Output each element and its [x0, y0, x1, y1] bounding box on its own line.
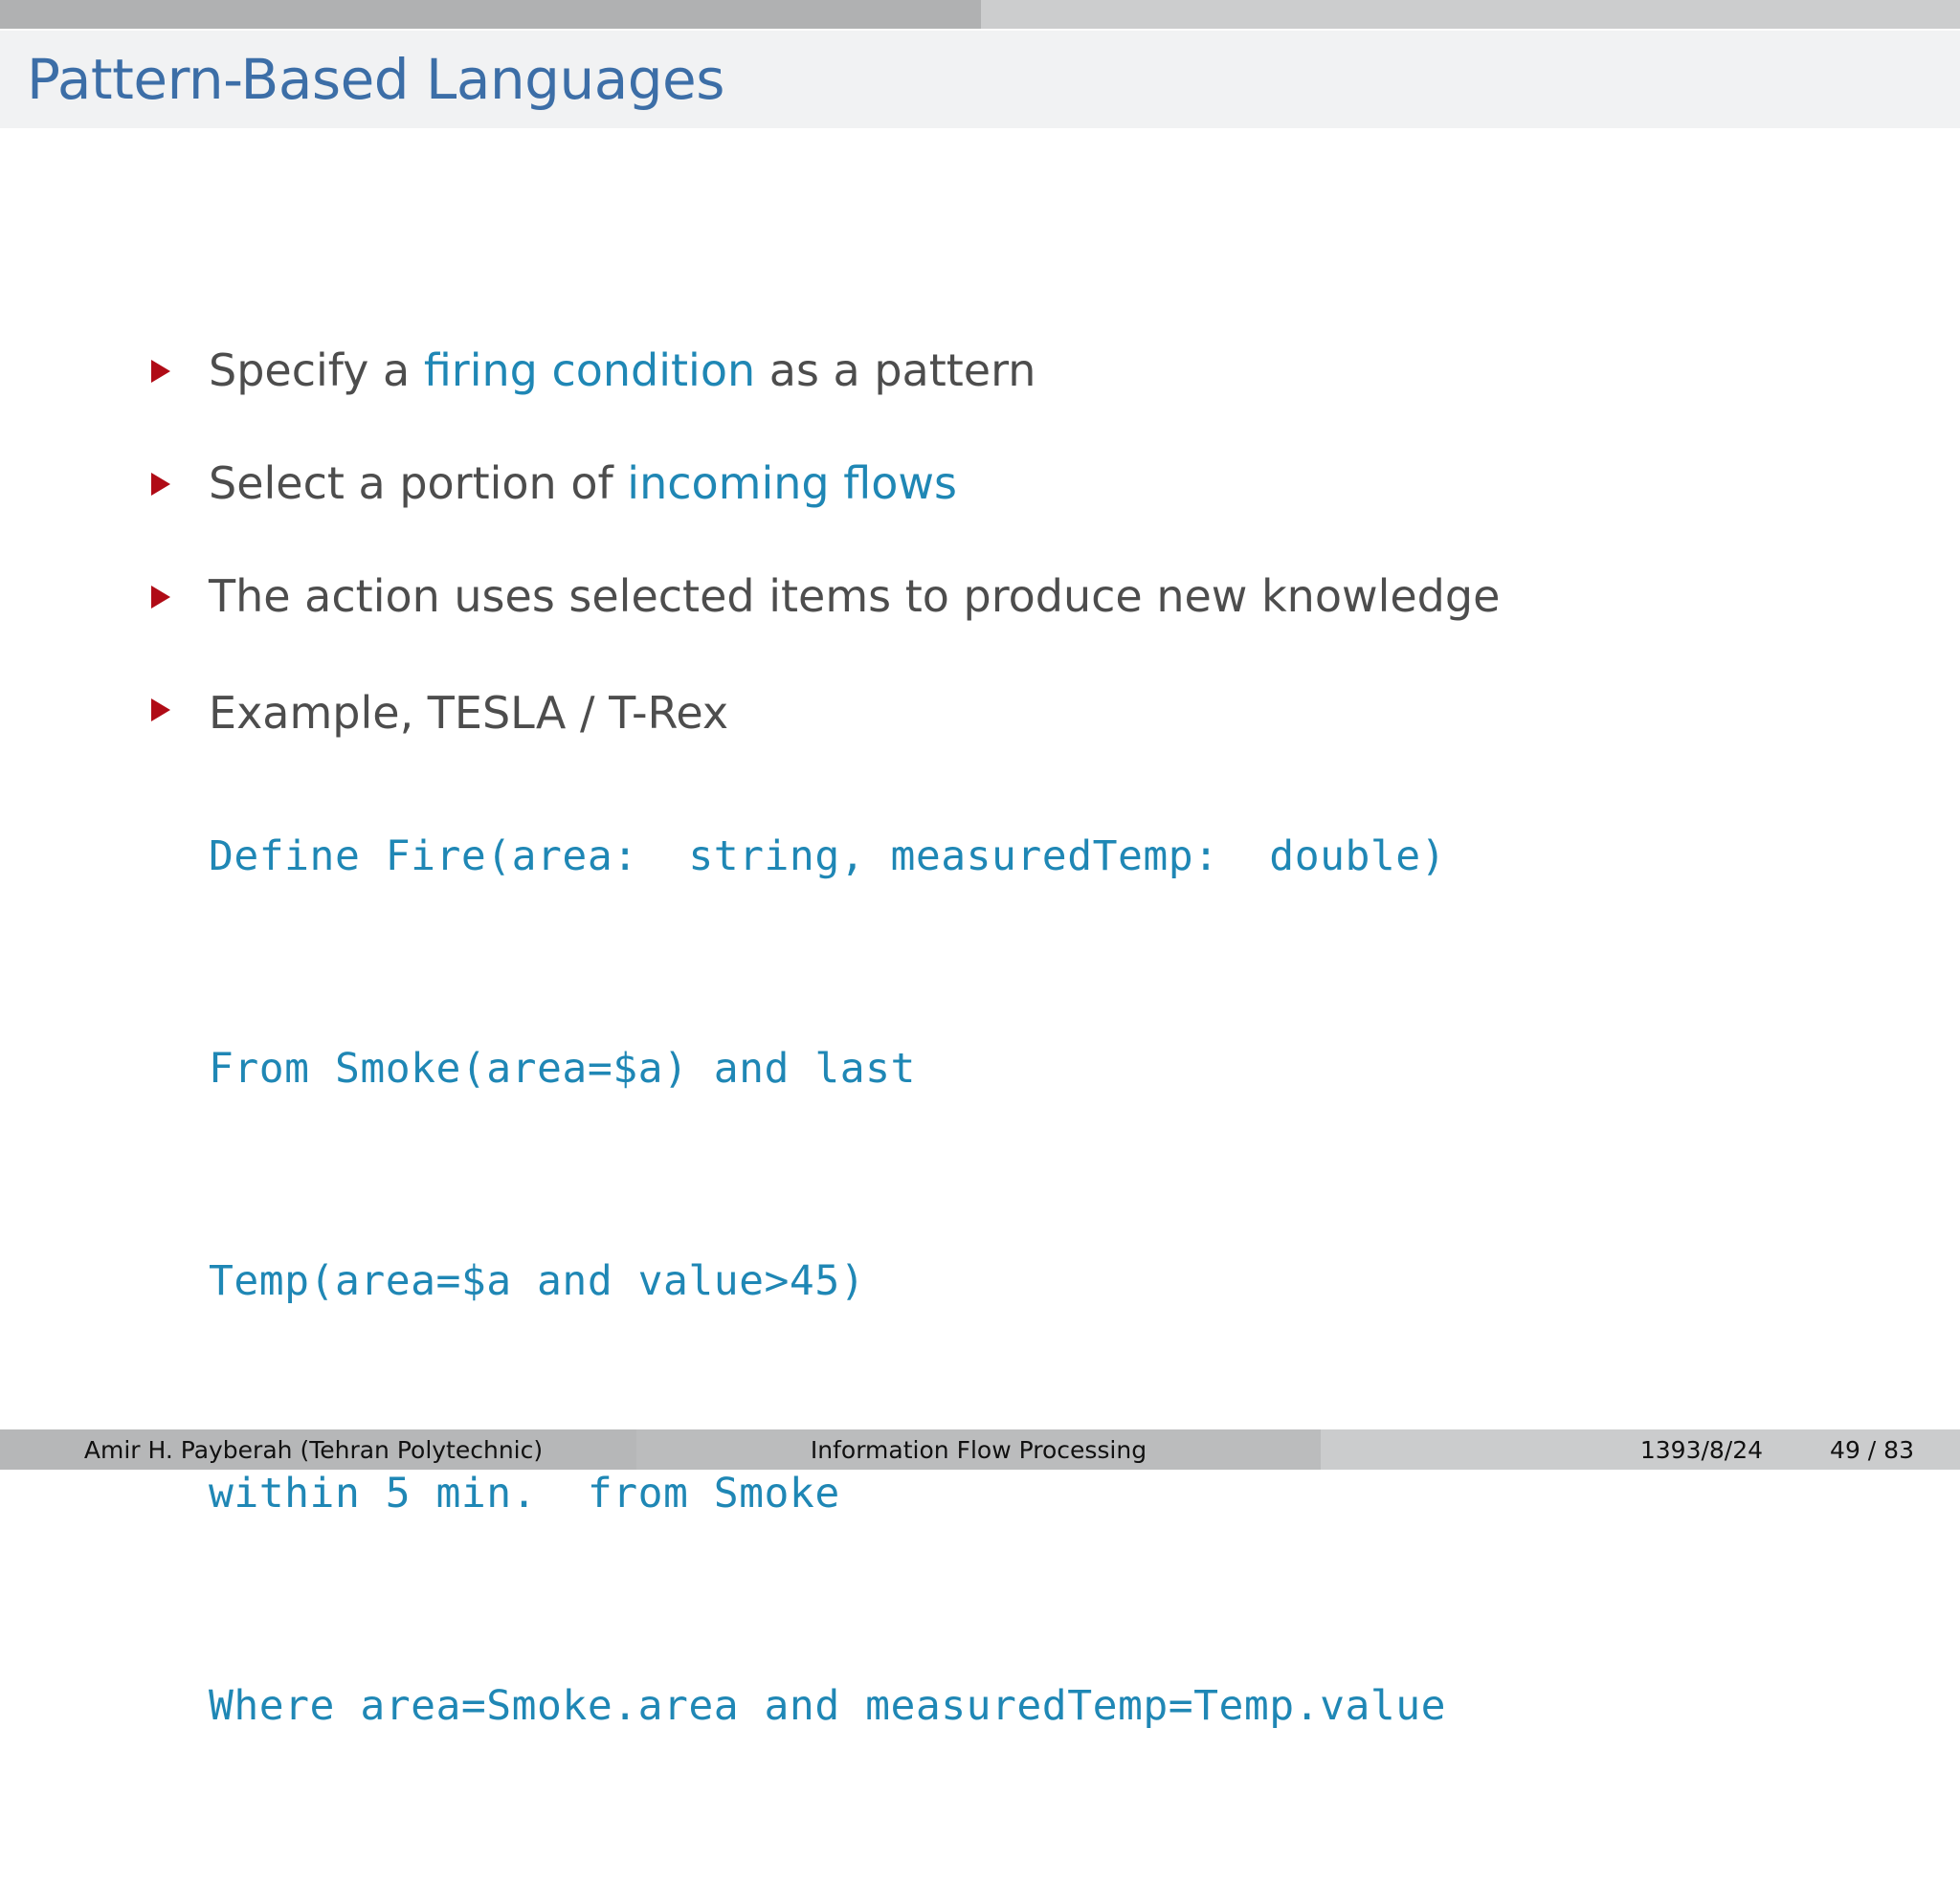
- code-line: Define Fire(area: string, measuredTemp: …: [209, 832, 1447, 880]
- slide-body: Specify a firing condition as a pattern …: [0, 128, 1960, 1730]
- triangle-right-icon: [151, 586, 170, 609]
- bullet-text-part: The action uses selected items to produc…: [209, 570, 1501, 622]
- bullet-list: Specify a firing condition as a pattern …: [144, 341, 1866, 1883]
- slide-title-band: Pattern-Based Languages: [0, 29, 1960, 130]
- bullet-text-part: Select a portion of: [209, 457, 628, 509]
- top-decoration-bar: [0, 0, 1960, 29]
- bullet-highlight-part: incoming flows: [627, 457, 957, 509]
- footer-page-number: 49 / 83: [1830, 1435, 1914, 1464]
- top-bar-right-segment: [981, 0, 1960, 29]
- footer-subject: Information Flow Processing: [636, 1429, 1321, 1470]
- footer-author: Amir H. Payberah (Tehran Polytechnic): [0, 1429, 636, 1470]
- presentation-slide: Pattern-Based Languages Specify a firing…: [0, 0, 1960, 1730]
- triangle-right-icon: [151, 473, 170, 496]
- bullet-text-part: Specify a: [209, 344, 424, 396]
- footer-date: 1393/8/24: [1639, 1435, 1764, 1464]
- code-line: Where area=Smoke.area and measuredTemp=T…: [209, 1682, 1447, 1730]
- bullet-item-example: Example, TESLA / T-Rex Define Fire(area:…: [144, 679, 1866, 1883]
- code-line: Temp(area=$a and value>45): [209, 1257, 866, 1305]
- slide-footer: Amir H. Payberah (Tehran Polytechnic) In…: [0, 1429, 1960, 1470]
- bullet-item: Specify a firing condition as a pattern: [144, 341, 1866, 400]
- top-bar-left-segment: [0, 0, 981, 29]
- triangle-right-icon: [151, 698, 170, 721]
- bullet-highlight-part: firing condition: [423, 344, 756, 396]
- bullet-text-part: as a pattern: [755, 344, 1036, 396]
- bullet-item: Select a portion of incoming flows: [144, 454, 1866, 513]
- bullet-text-part: Example, TESLA / T-Rex: [209, 687, 729, 739]
- code-block: Define Fire(area: string, measuredTemp: …: [209, 762, 1866, 1872]
- code-line: From Smoke(area=$a) and last: [209, 1045, 916, 1093]
- triangle-right-icon: [151, 360, 170, 383]
- slide-title: Pattern-Based Languages: [27, 47, 724, 112]
- footer-meta: 1393/8/24 49 / 83: [1321, 1429, 1960, 1470]
- bullet-item: The action uses selected items to produc…: [144, 566, 1866, 626]
